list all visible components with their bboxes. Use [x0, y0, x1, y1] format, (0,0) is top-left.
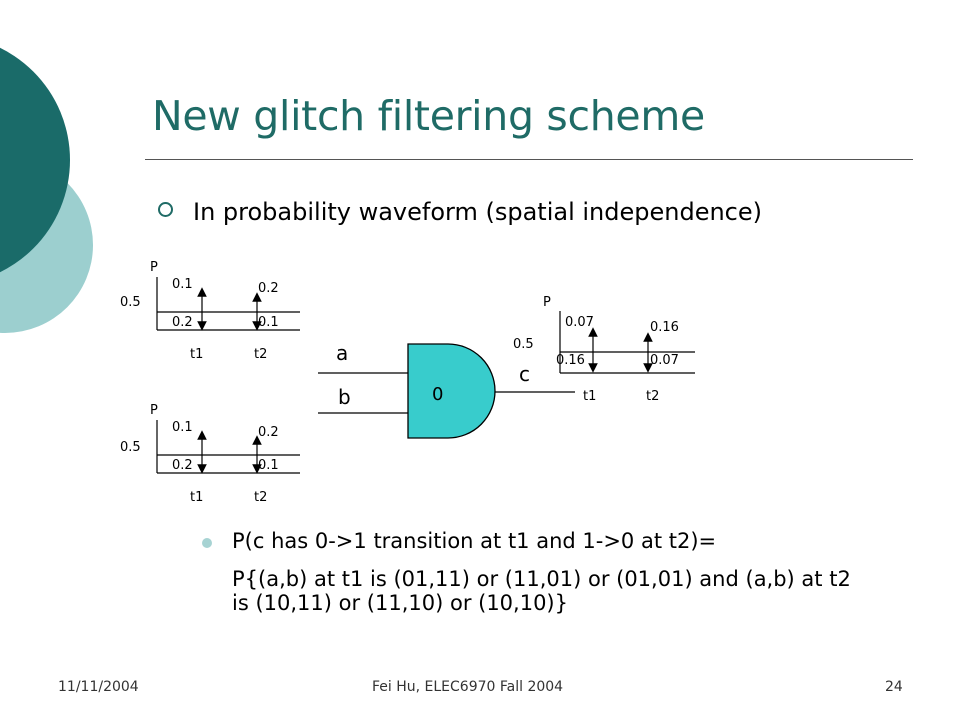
bullet-1: In probability waveform (spatial indepen…: [158, 198, 762, 226]
waveform-c-t1-down: 0.16: [556, 353, 585, 368]
waveform-a-t2-up: 0.2: [258, 281, 279, 296]
waveform-b: P 0.5 0.1 0.2 0.2 0.1 t1 t2: [120, 403, 300, 505]
waveform-a-t2-down: 0.1: [258, 315, 279, 330]
waveform-a-level-label: 0.5: [120, 295, 141, 310]
waveform-c: P 0.5 0.07 0.16 0.16 0.07 t1 t2: [513, 295, 695, 404]
slide-title: New glitch filtering scheme: [152, 92, 705, 140]
waveform-b-t2-label: t2: [254, 490, 267, 505]
gate-value: 0: [432, 384, 443, 405]
bullet-1-text: In probability waveform (spatial indepen…: [193, 198, 763, 226]
footer-date: 11/11/2004: [58, 679, 139, 695]
waveform-a-p-label: P: [150, 260, 158, 275]
footer-author: Fei Hu, ELEC6970 Fall 2004: [372, 679, 564, 695]
dark-teal-circle: [0, 47, 70, 273]
waveform-b-t1-up: 0.1: [172, 420, 193, 435]
waveform-b-t1-label: t1: [190, 490, 203, 505]
waveform-c-t1-up: 0.07: [565, 315, 594, 330]
and-gate-body: [407, 343, 496, 439]
waveform-a-t1-down: 0.2: [172, 315, 193, 330]
waveform-c-t2-down: 0.07: [650, 353, 679, 368]
waveform-b-t1-down: 0.2: [172, 458, 193, 473]
waveform-b-p-label: P: [150, 403, 158, 418]
waveform-b-t2-down: 0.1: [258, 458, 279, 473]
waveform-a-t1-up: 0.1: [172, 277, 193, 292]
title-divider: [145, 159, 913, 160]
output-c-label: c: [519, 362, 530, 386]
input-b-label: b: [338, 385, 351, 409]
input-a-label: a: [336, 341, 348, 365]
waveform-b-level-label: 0.5: [120, 440, 141, 455]
waveform-a: P 0.5 0.1 0.2 0.2 0.1 t1 t2: [120, 260, 300, 362]
waveform-b-t2-up: 0.2: [258, 425, 279, 440]
waveform-c-t2-label: t2: [646, 389, 659, 404]
circle-bullet-icon: [158, 202, 173, 217]
bullet-2-line-2: P{(a,b) at t1 is (01,11) or (11,01) or (…: [232, 567, 851, 615]
waveform-c-level-label: 0.5: [513, 337, 534, 352]
waveform-a-t2-label: t2: [254, 347, 267, 362]
waveform-c-t2-up: 0.16: [650, 320, 679, 335]
waveform-a-t1-label: t1: [190, 347, 203, 362]
and-gate: a b c 0: [318, 341, 575, 439]
bullet-2-line-1: P(c has 0->1 transition at t1 and 1->0 a…: [232, 529, 717, 553]
footer-page-number: 24: [885, 679, 903, 695]
waveform-c-t1-label: t1: [583, 389, 596, 404]
dot-bullet-icon: [202, 538, 212, 548]
waveform-c-p-label: P: [543, 295, 551, 310]
